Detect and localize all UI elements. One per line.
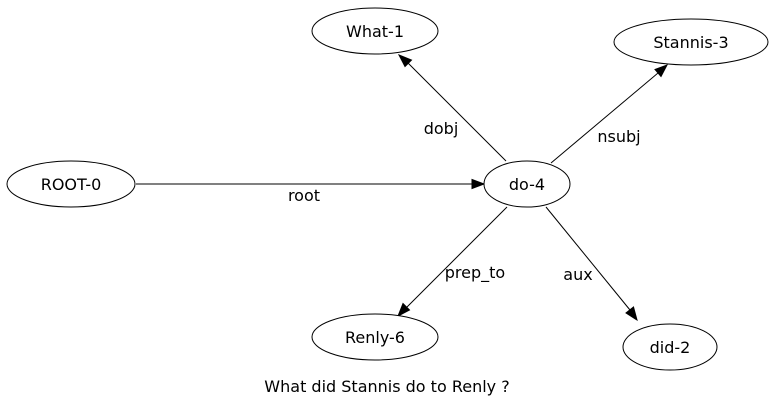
edge-line bbox=[405, 206, 508, 309]
edge-label-dobj: dobj bbox=[424, 119, 459, 138]
node-ellipse bbox=[483, 160, 571, 208]
edge-label-nsubj: nsubj bbox=[597, 127, 640, 146]
edge-label-prep-to: prep_to bbox=[445, 263, 505, 283]
edge-line bbox=[545, 206, 631, 311]
edge-aux: aux bbox=[545, 206, 638, 322]
edge-prep-to: prep_to bbox=[397, 206, 508, 318]
node-what: What-1 bbox=[311, 7, 439, 55]
edge-nsubj: nsubj bbox=[550, 64, 669, 164]
edge-label-aux: aux bbox=[563, 265, 592, 284]
graph-caption: What did Stannis do to Renly ? bbox=[264, 377, 509, 396]
node-label-root: ROOT-0 bbox=[41, 175, 102, 194]
edge-line bbox=[550, 72, 659, 164]
node-renly: Renly-6 bbox=[311, 313, 439, 361]
node-ellipse bbox=[613, 18, 769, 66]
edge-label-root: root bbox=[288, 186, 320, 205]
node-label-do: do-4 bbox=[509, 175, 545, 194]
node-label-what: What-1 bbox=[346, 22, 404, 41]
node-did: did-2 bbox=[622, 323, 718, 371]
node-label-renly: Renly-6 bbox=[345, 328, 405, 347]
arrowhead bbox=[654, 64, 669, 78]
node-label-did: did-2 bbox=[650, 338, 691, 357]
node-do: do-4 bbox=[483, 160, 571, 208]
node-label-stannis: Stannis-3 bbox=[653, 33, 728, 52]
edge-line bbox=[407, 62, 507, 162]
node-stannis: Stannis-3 bbox=[613, 18, 769, 66]
node-root: ROOT-0 bbox=[6, 160, 136, 208]
arrowhead bbox=[471, 178, 486, 190]
arrowhead bbox=[397, 302, 411, 318]
node-ellipse bbox=[311, 7, 439, 55]
arrowhead bbox=[625, 306, 638, 322]
node-ellipse bbox=[6, 160, 136, 208]
edge-dobj: dobj bbox=[397, 54, 507, 162]
node-ellipse bbox=[622, 323, 718, 371]
edge-root: root bbox=[136, 178, 486, 205]
node-ellipse bbox=[311, 313, 439, 361]
arrowhead bbox=[397, 54, 413, 68]
